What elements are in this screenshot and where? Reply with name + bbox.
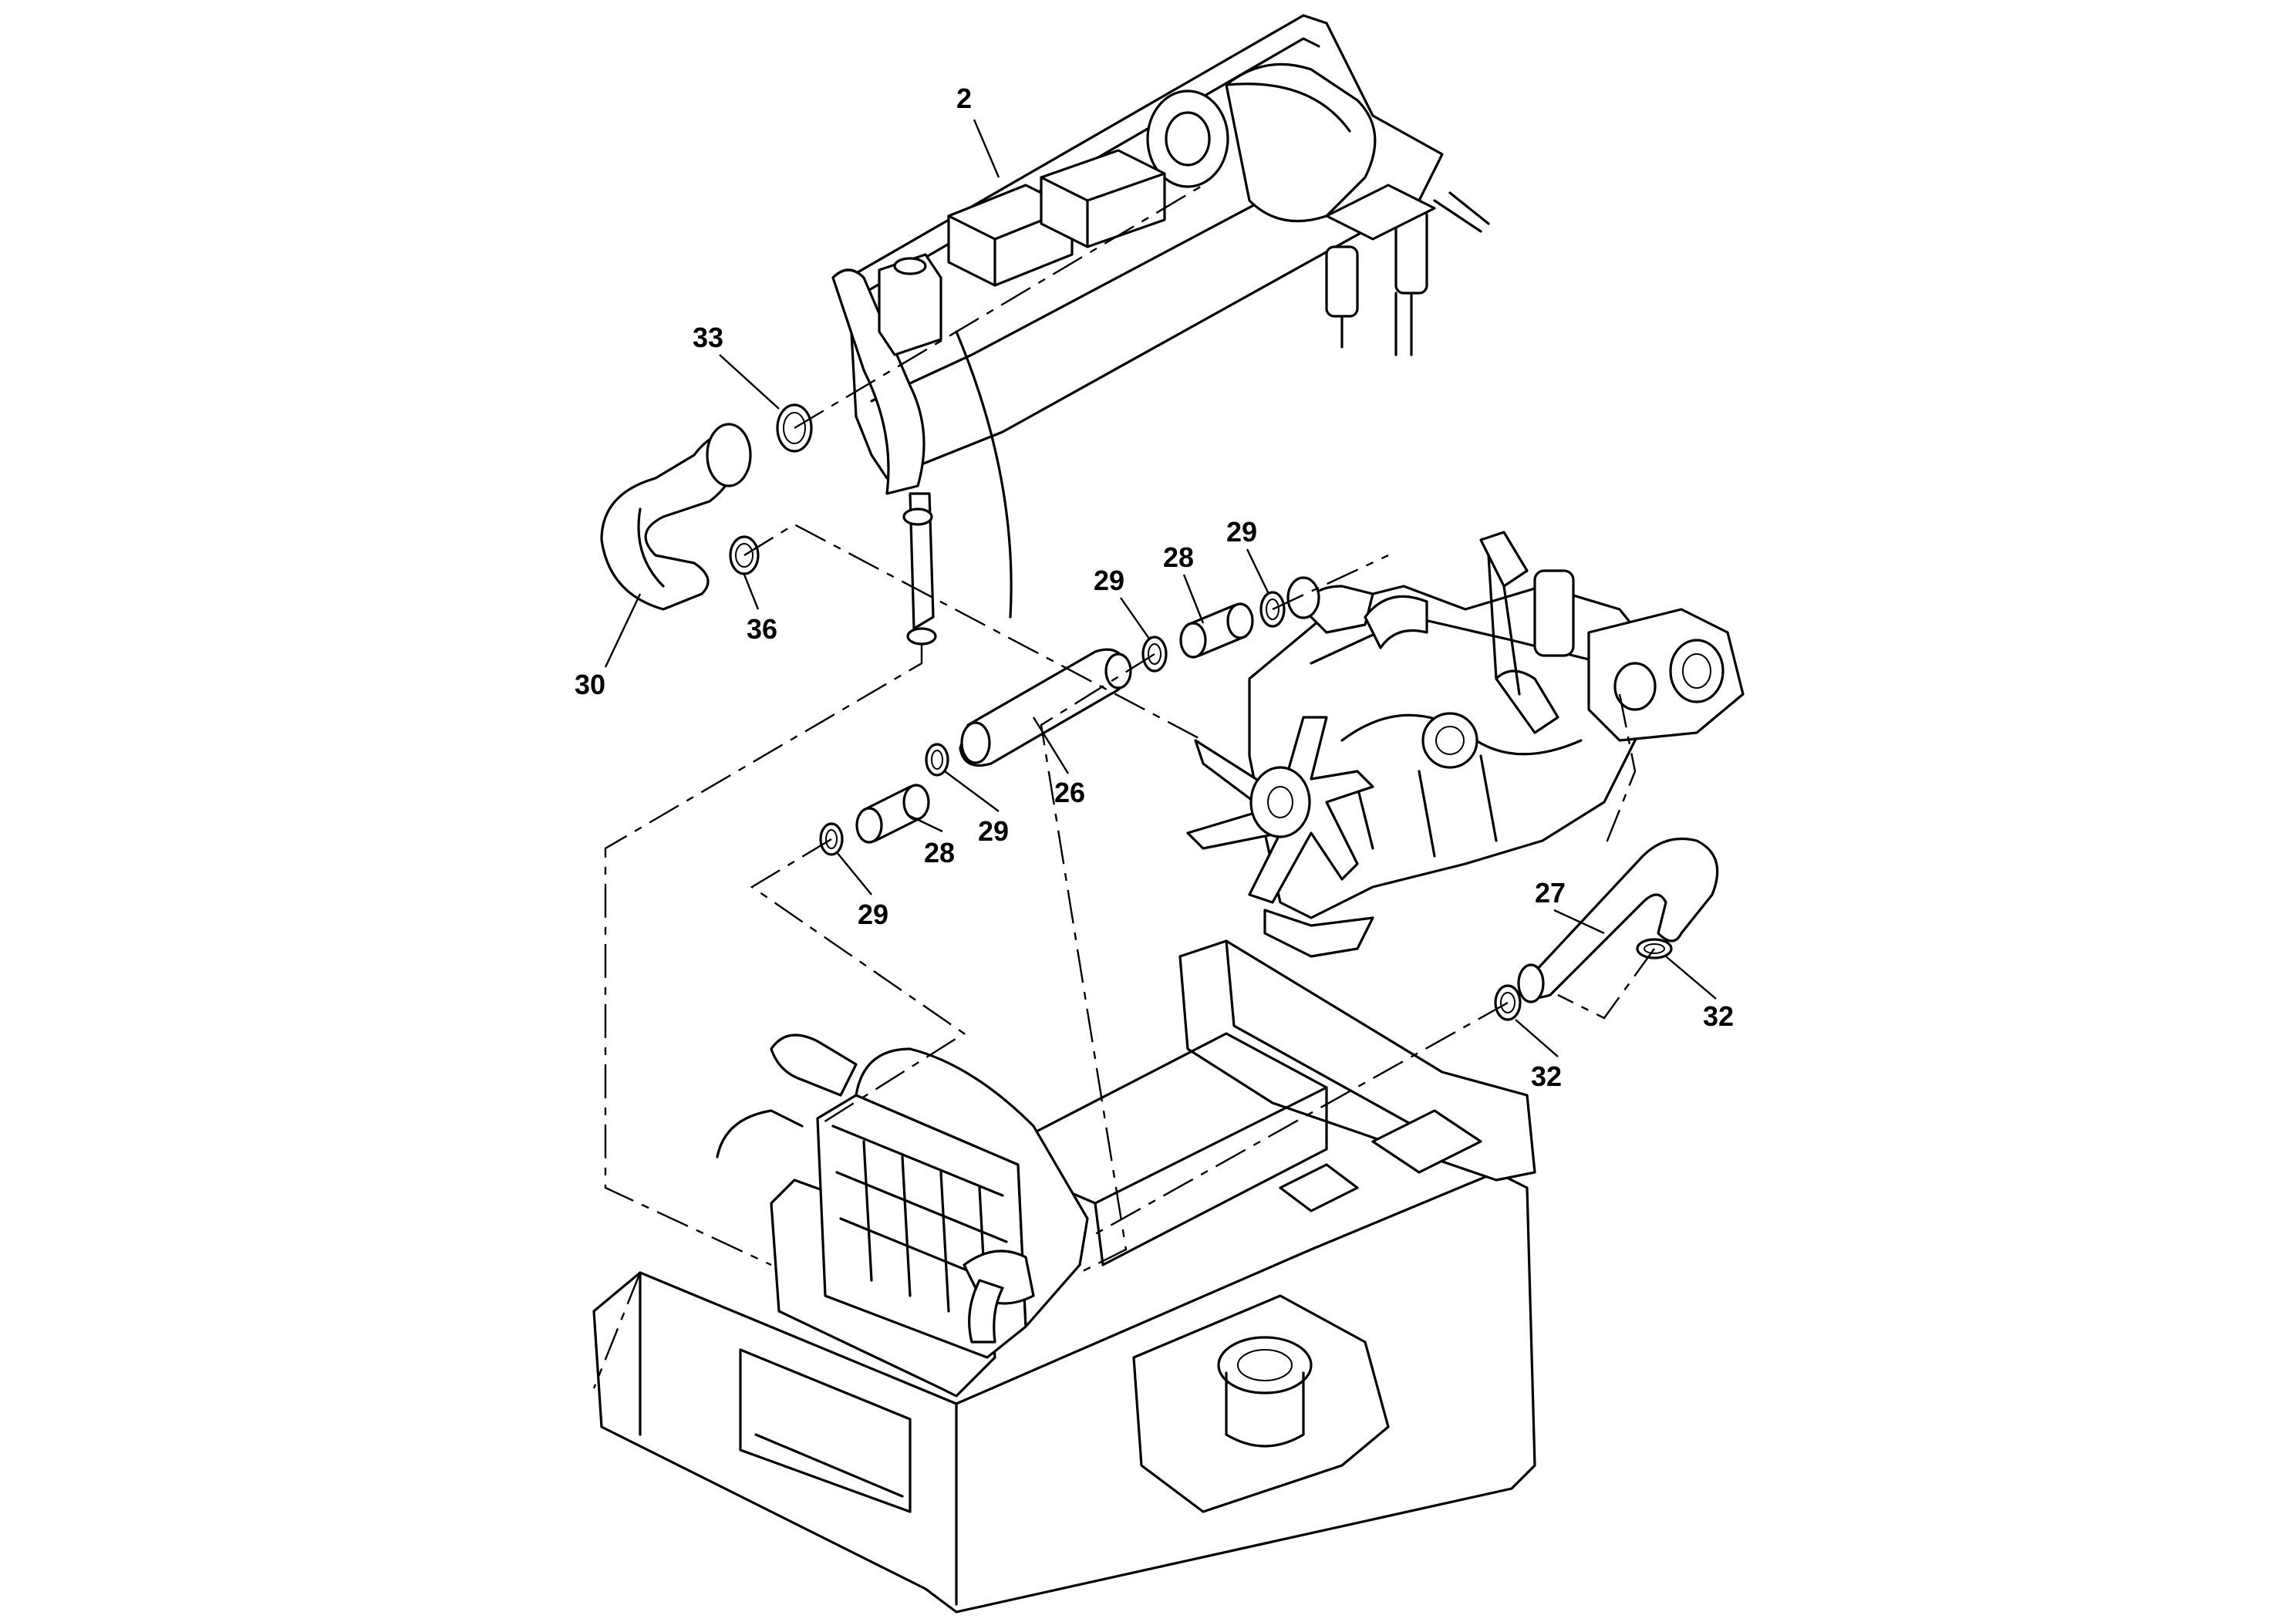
hose-30 bbox=[600, 423, 752, 611]
leader-lines bbox=[604, 119, 1717, 1057]
callout-29-a: 29 bbox=[1094, 565, 1124, 596]
callout-27: 27 bbox=[1535, 877, 1566, 909]
coupler-28-lower bbox=[855, 784, 930, 844]
clamp-29-lower-right bbox=[925, 743, 949, 777]
hose-27 bbox=[1517, 837, 1719, 1003]
clamp-32-upper bbox=[1636, 938, 1673, 959]
coupler-28-upper bbox=[1179, 602, 1254, 659]
callout-29-b: 29 bbox=[1226, 516, 1257, 548]
callout-29-c: 29 bbox=[978, 815, 1009, 847]
callout-33: 33 bbox=[693, 322, 723, 353]
callout-30: 30 bbox=[575, 669, 605, 700]
callout-32-a: 32 bbox=[1531, 1061, 1562, 1092]
swivel-mount bbox=[1132, 1294, 1390, 1513]
hose-26 bbox=[959, 648, 1132, 767]
callout-28-b: 28 bbox=[924, 837, 955, 868]
engine-assembly bbox=[1186, 531, 1745, 958]
callout-28-a: 28 bbox=[1163, 541, 1194, 573]
hydraulic-pump bbox=[1587, 608, 1745, 742]
callout-29-d: 29 bbox=[858, 899, 888, 930]
chassis-frame bbox=[592, 939, 1536, 1614]
callout-labels: 2 33 36 30 29 28 29 26 29 28 29 27 32 32 bbox=[575, 83, 1734, 1092]
radiator-cooler bbox=[716, 1034, 1089, 1398]
callout-36: 36 bbox=[747, 613, 777, 645]
callout-26: 26 bbox=[1054, 777, 1085, 808]
callout-2: 2 bbox=[956, 83, 972, 114]
upper-engine-bay-assembly bbox=[831, 14, 1490, 646]
engine-fan bbox=[1186, 716, 1374, 904]
battery-box-right bbox=[1040, 149, 1166, 248]
callout-32-b: 32 bbox=[1703, 1000, 1734, 1032]
assembly-lines bbox=[592, 184, 1655, 1389]
